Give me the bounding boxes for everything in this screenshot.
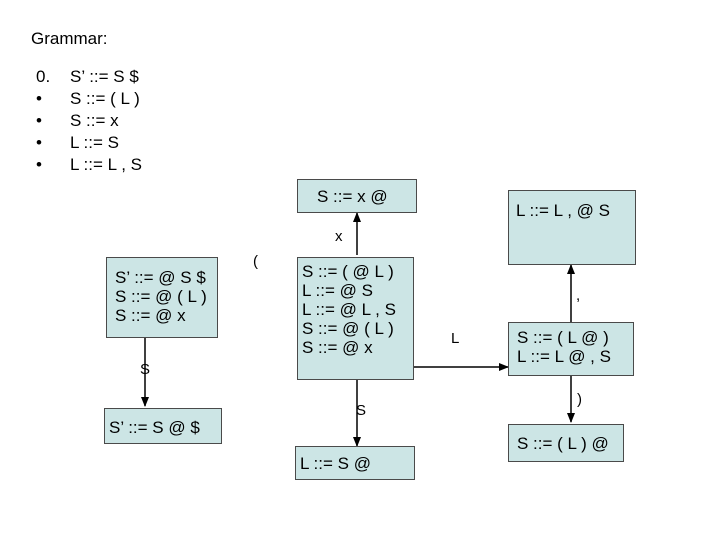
item: S ::= ( L ) @ xyxy=(517,434,609,453)
item: L ::= L , @ S xyxy=(516,201,610,220)
edge-label-l: L xyxy=(451,330,460,347)
item: L ::= L @ , S xyxy=(517,347,611,366)
item: S ::= x @ xyxy=(317,187,388,206)
state-close: S ::= ( L ) @ xyxy=(508,424,624,462)
state-shift-paren: S ::= ( @ L ) L ::= @ S L ::= @ L , S S … xyxy=(297,257,414,380)
rule-text: S ::= x xyxy=(70,111,119,130)
item: S ::= @ ( L ) xyxy=(115,287,207,306)
edge-label-s2: S xyxy=(356,402,367,419)
rule-bullet: • xyxy=(36,133,42,152)
state-reduce-ls: L ::= S @ xyxy=(295,446,415,480)
edge-label-lparen: ( xyxy=(253,253,258,270)
rule-bullet: • xyxy=(36,89,42,108)
state-comma: L ::= L , @ S xyxy=(508,190,636,265)
item: L ::= @ L , S xyxy=(302,300,396,319)
grammar-rule: • L ::= S xyxy=(36,132,142,154)
item: S ::= @ x xyxy=(115,306,186,325)
grammar-rules: 0.S’ ::= S $ •S ::= ( L ) •S ::= x •L ::… xyxy=(36,66,142,176)
item: L ::= S @ xyxy=(300,454,371,473)
rule-text: L ::= L , S xyxy=(70,155,142,174)
rule-marker: 0. xyxy=(36,67,51,86)
state-after-l: S ::= ( L @ ) L ::= L @ , S xyxy=(508,322,634,376)
item: S ::= @ x xyxy=(302,338,373,357)
edge-label-rparen: ) xyxy=(577,391,582,408)
rule-text: S ::= ( L ) xyxy=(70,89,140,108)
state-shift-x: S ::= x @ xyxy=(297,179,417,213)
rule-bullet: • xyxy=(36,111,42,130)
item: S’ ::= S @ $ xyxy=(109,418,200,437)
item: S’ ::= @ S $ xyxy=(115,268,206,287)
item: S ::= @ ( L ) xyxy=(302,319,394,338)
state-accept: S’ ::= S @ $ xyxy=(104,408,222,444)
item: S ::= ( @ L ) xyxy=(302,262,394,281)
grammar-rule: • S ::= ( L ) xyxy=(36,88,142,110)
item: S ::= ( L @ ) xyxy=(517,328,609,347)
rule-bullet: • xyxy=(36,155,42,174)
state-start: S’ ::= @ S $ S ::= @ ( L ) S ::= @ x xyxy=(106,257,218,338)
rule-text: L ::= S xyxy=(70,133,119,152)
grammar-rule: • L ::= L , S xyxy=(36,154,142,176)
item: L ::= @ S xyxy=(302,281,373,300)
grammar-rule: 0. S’ ::= S $ xyxy=(36,66,142,88)
grammar-rule: • S ::= x xyxy=(36,110,142,132)
edge-label-s: S xyxy=(140,361,151,378)
grammar-title: Grammar: xyxy=(31,29,108,48)
rule-text: S’ ::= S $ xyxy=(70,67,139,86)
edge-label-x: x xyxy=(335,228,343,245)
edge-label-comma: , xyxy=(576,287,581,304)
